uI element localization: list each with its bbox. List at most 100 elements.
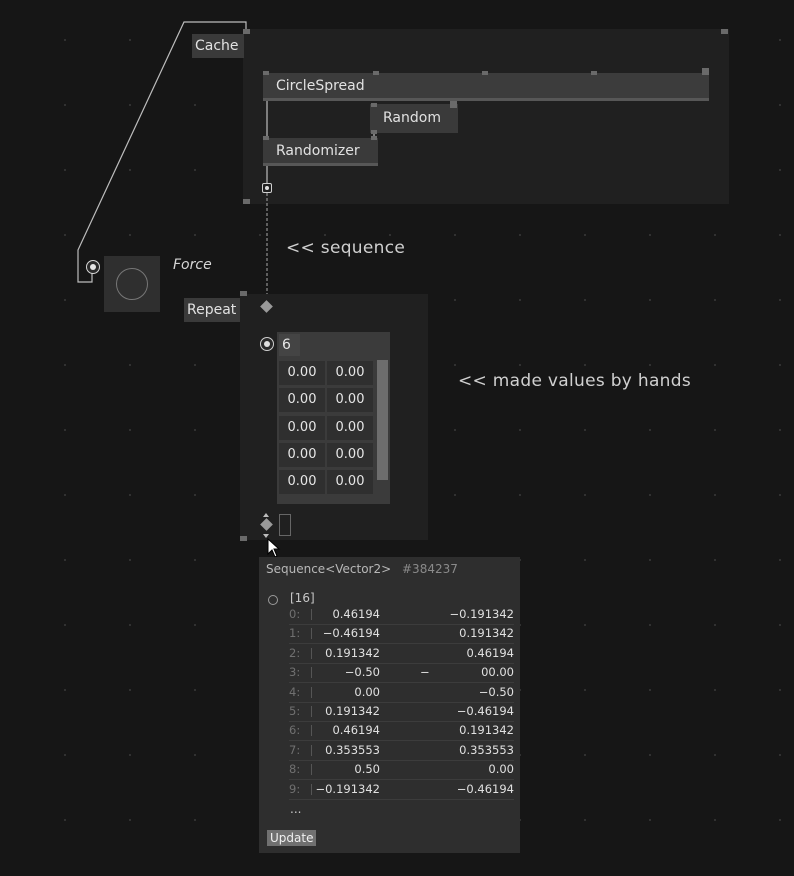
tooltip-row-index: 8: (289, 762, 301, 777)
tooltip-hash: #384237 (402, 562, 458, 576)
random-node[interactable]: Random (370, 104, 458, 133)
repeat-region-corner-bl[interactable] (240, 536, 247, 541)
tooltip-row-mid: − (420, 665, 430, 680)
cache-output-pin[interactable] (262, 183, 272, 193)
circlespread-pin-2[interactable] (373, 71, 379, 75)
chevron-down-icon (263, 534, 269, 538)
spread-cell[interactable]: 0.00 (279, 415, 325, 440)
spread-cell[interactable]: 0.00 (327, 388, 373, 413)
tooltip-row-index: 0: (289, 607, 301, 621)
randomizer-pin-in-1[interactable] (263, 136, 269, 140)
spread-cell[interactable]: 0.00 (279, 388, 325, 413)
comment-sequence: << sequence (286, 238, 406, 258)
tooltip-row-x: 0.191342 (325, 645, 380, 660)
tooltip-row: 4:0.00−0.50 (289, 683, 514, 703)
tooltip-row-y: 0.353553 (459, 742, 514, 757)
spread-pin[interactable] (260, 337, 274, 351)
spread-count[interactable]: 6 (279, 334, 300, 356)
cache-region-corner-tl[interactable] (243, 29, 250, 34)
tooltip-row-index: 1: (289, 626, 301, 641)
random-label: Random (383, 110, 441, 126)
tooltip-row-index: 5: (289, 704, 301, 718)
force-pin[interactable] (86, 260, 100, 274)
tooltip-row-x: 0.46194 (332, 607, 380, 621)
tooltip-row-y: −0.46194 (456, 781, 514, 796)
circle-icon (116, 268, 148, 300)
randomizer-pin-out[interactable] (263, 163, 378, 166)
update-button[interactable]: Update (267, 830, 317, 846)
clock-icon (268, 595, 278, 605)
tooltip-row-y: −0.191342 (449, 607, 514, 621)
randomizer-label: Randomizer (276, 143, 360, 159)
chevron-up-icon (263, 513, 269, 517)
tooltip-row-separator (311, 667, 312, 679)
tooltip-row-index: 3: (289, 665, 301, 680)
tooltip-row: 3: −0.50 00.00 − (289, 663, 514, 684)
tooltip-row-separator (311, 783, 312, 795)
circlespread-pin-1[interactable] (263, 71, 269, 75)
tooltip-row-separator (311, 706, 312, 717)
spread-cell[interactable]: 0.00 (327, 361, 373, 385)
spread-cell[interactable]: 0.00 (327, 442, 373, 467)
tooltip-row: 2: 0.191342 0.46194 (289, 644, 514, 664)
circlespread-pin-3[interactable] (482, 71, 488, 75)
repeat-node[interactable]: Repeat (184, 298, 240, 322)
circlespread-out-1[interactable] (263, 98, 709, 101)
spread-scrollbar[interactable] (377, 360, 388, 480)
tooltip-row-index: 4: (289, 684, 301, 699)
randomizer-pin-in-2[interactable] (371, 136, 377, 140)
mouse-cursor-icon (267, 538, 281, 558)
spread-cell[interactable]: 0.00 (279, 470, 325, 495)
tooltip-row-x: −0.46194 (322, 626, 380, 641)
repeat-region-corner-tl[interactable] (240, 291, 247, 296)
force-node[interactable] (104, 256, 160, 312)
tooltip-row-separator (311, 686, 312, 698)
tooltip-row-index: 9: (289, 781, 301, 796)
tooltip-row-x: 0.50 (354, 762, 380, 777)
cache-region[interactable] (243, 29, 729, 204)
tooltip-count: [16] (290, 591, 315, 605)
tooltip-row-y: −0.50 (478, 684, 514, 699)
tooltip-row-x: 0.353553 (325, 742, 380, 757)
tooltip-row-separator (311, 764, 312, 776)
spread-cell[interactable]: 0.00 (279, 442, 325, 467)
circlespread-pin-5[interactable] (702, 68, 709, 75)
tooltip-row: 1: −0.46194 0.191342 (289, 624, 514, 645)
repeat-output-box[interactable] (279, 514, 291, 536)
tooltip-row-separator (311, 647, 312, 659)
cache-node[interactable]: Cache (192, 34, 244, 58)
tooltip-type-label: Sequence<Vector2> (266, 562, 392, 576)
tooltip-row: 9: −0.191342 −0.46194 (289, 780, 514, 800)
tooltip-row-x: −0.191342 (315, 781, 380, 796)
tooltip-row: 0: 0.46194 −0.191342 (289, 605, 514, 625)
spread-cell[interactable]: 0.00 (279, 361, 325, 385)
random-pin-out[interactable] (371, 130, 377, 134)
circlespread-node[interactable]: CircleSpread (263, 73, 709, 101)
sequence-tooltip: Sequence<Vector2> #384237 [16] 0: 0.46194… (259, 557, 520, 853)
tooltip-row-index: 6: (289, 723, 301, 738)
spread-cell[interactable]: 0.00 (327, 415, 373, 440)
random-pin-in-1[interactable] (371, 103, 377, 107)
random-pin-in-2[interactable] (450, 101, 457, 108)
tooltip-row: 5:0.191342−0.46194 (289, 702, 514, 722)
tooltip-row-separator (311, 744, 312, 756)
tooltip-row-x: −0.50 (344, 665, 380, 680)
spread-cell[interactable]: 0.00 (327, 470, 373, 495)
tooltip-row-y: 0.00 (488, 762, 514, 777)
tooltip-row-separator (311, 609, 312, 620)
tooltip-row-y: 0.46194 (466, 645, 514, 660)
tooltip-row-x: 0.191342 (325, 704, 380, 718)
tooltip-row-index: 2: (289, 645, 301, 660)
comment-made-values: << made values by hands (458, 371, 691, 391)
tooltip-row-y: 0.191342 (459, 626, 514, 641)
tooltip-row-separator (311, 725, 312, 737)
cache-region-corner-bl[interactable] (243, 199, 250, 204)
tooltip-row: 8: 0.50 0.00 (289, 760, 514, 781)
cache-region-corner-tr[interactable] (721, 29, 728, 34)
circlespread-label: CircleSpread (276, 78, 365, 94)
randomizer-node[interactable]: Randomizer (263, 138, 378, 166)
tooltip-row-y: 00.00 (481, 665, 514, 680)
circlespread-pin-4[interactable] (591, 71, 597, 75)
